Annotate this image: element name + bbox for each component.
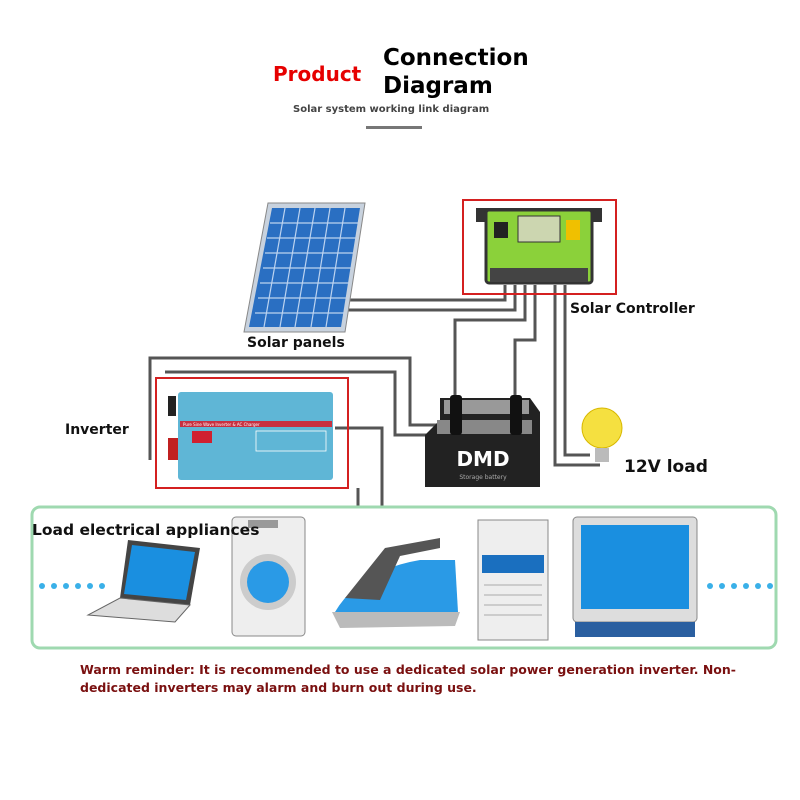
battery-icon: [425, 395, 540, 487]
inverter-highlight-box: [155, 377, 349, 489]
inverter-strip-text: Pure Sine Wave Inverter & AC Charger: [183, 422, 260, 427]
dots-left: [39, 583, 105, 589]
laptop-icon: [86, 540, 200, 623]
iron-icon: [332, 538, 460, 628]
subtitle: Solar system working link diagram: [293, 104, 490, 115]
solar-panel-icon: [243, 202, 366, 333]
inverter-icon: [168, 392, 333, 480]
label-solar-controller: Solar Controller: [570, 301, 695, 317]
air-conditioner-icon: [477, 519, 549, 641]
dots-right: [707, 583, 773, 589]
washing-machine-icon: [231, 516, 306, 637]
title-connection-diagram: Connection Diagram: [383, 45, 529, 99]
label-12v-load: 12V load: [624, 457, 708, 477]
title-underline: [366, 126, 422, 129]
wire-inverter-battery: [148, 356, 440, 460]
label-solar-panels: Solar panels: [247, 335, 345, 351]
wire-load-controller: [553, 285, 600, 467]
label-inverter: Inverter: [65, 422, 129, 438]
monitor-icon: [572, 516, 698, 637]
solar-controller-icon: [476, 208, 602, 285]
battery-subtitle: Storage battery: [459, 474, 507, 481]
light-bulb-icon: [581, 407, 623, 462]
wire-battery-controller: [453, 285, 527, 395]
title-product: Product: [273, 62, 362, 86]
appliances-frame: [30, 505, 778, 650]
controller-highlight-box: [462, 199, 617, 295]
wires: [148, 285, 600, 507]
wire-panel-controller: [345, 285, 507, 302]
wire-inverter-appliances: [335, 426, 384, 507]
warm-reminder: Warm reminder: It is recommended to use …: [80, 662, 736, 695]
label-load-appliances: Load electrical appliances: [32, 521, 260, 539]
battery-brand: DMD: [456, 447, 509, 471]
